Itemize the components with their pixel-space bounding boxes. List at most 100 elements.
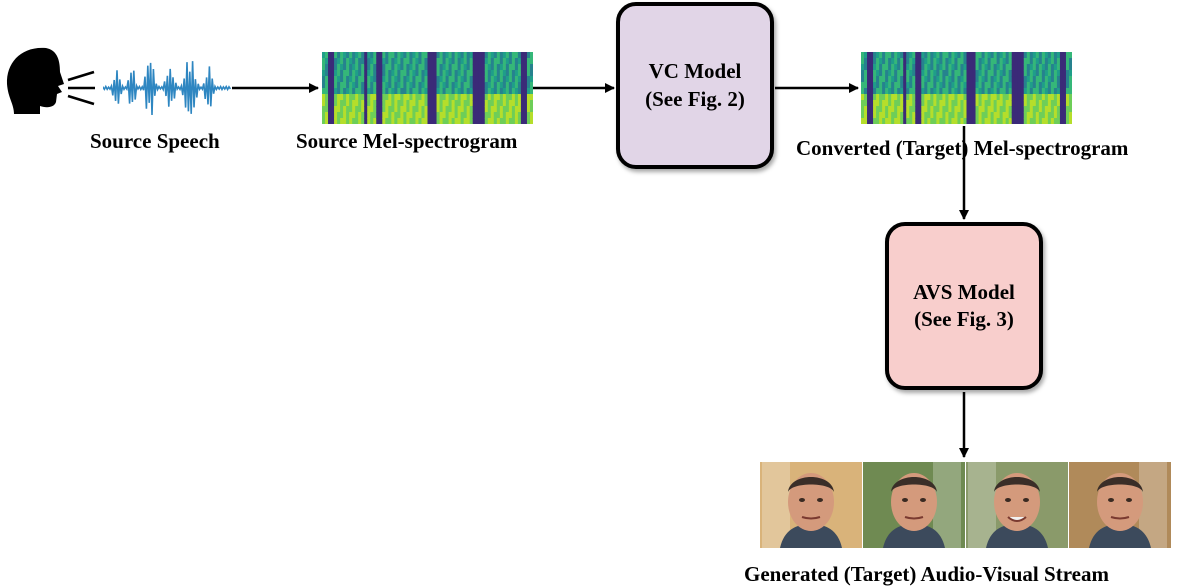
face-frame-icon <box>760 462 862 548</box>
spectrogram-cell <box>1038 100 1043 107</box>
spectrogram-cell <box>1014 70 1019 77</box>
spectrogram-cell <box>867 94 871 101</box>
spectrogram-cell <box>487 82 492 89</box>
spectrogram-cell <box>352 76 356 83</box>
spectrogram-cell <box>963 100 967 107</box>
spectrogram-cell <box>373 118 377 124</box>
spectrogram-cell <box>403 88 407 95</box>
spectrogram-cell <box>1044 82 1049 89</box>
spectrogram-cell <box>1011 52 1016 59</box>
spectrogram-cell <box>1014 76 1019 83</box>
spectrogram-cell <box>391 106 395 113</box>
spectrogram-cell <box>508 76 513 83</box>
spectrogram-cell <box>508 88 513 95</box>
spectrogram-cell <box>1020 100 1025 107</box>
spectrogram-cell <box>888 64 892 71</box>
spectrogram-cell <box>1044 52 1049 59</box>
spectrogram-cell <box>421 100 425 107</box>
spectrogram-cell <box>505 118 510 124</box>
spectrogram-cell <box>879 58 883 65</box>
spectrogram-cell <box>349 76 353 83</box>
spectrogram-cell <box>1029 112 1034 119</box>
spectrogram-cell <box>424 64 428 71</box>
spectrogram-cell <box>481 94 486 101</box>
spectrogram-cell <box>1062 88 1067 95</box>
spectrogram-cell <box>418 88 422 95</box>
spectrogram-cell <box>921 70 925 77</box>
spectrogram-cell <box>945 94 949 101</box>
spectrogram-cell <box>478 82 483 89</box>
spectrogram-cell <box>427 106 432 113</box>
spectrogram-cell <box>415 88 419 95</box>
spectrogram-cell <box>864 70 868 77</box>
spectrogram-cell <box>340 82 344 89</box>
spectrogram-cell <box>340 64 344 71</box>
spectrogram-cell <box>966 118 971 124</box>
spectrogram-cell <box>969 52 974 59</box>
spectrogram-cell <box>421 58 425 65</box>
spectrogram-cell <box>900 106 904 113</box>
spectrogram-cell <box>523 82 528 89</box>
spectrogram-cell <box>496 76 501 83</box>
spectrogram-cell <box>349 88 353 95</box>
spectrogram-cell <box>939 118 943 124</box>
spectrogram-cell <box>334 94 338 101</box>
spectrogram-cell <box>460 106 465 113</box>
spectrogram-cell <box>924 88 928 95</box>
spectrogram-cell <box>472 58 477 65</box>
spectrogram-cell <box>1059 58 1064 65</box>
spectrogram-cell <box>954 94 958 101</box>
spectrogram-cell <box>1023 76 1028 83</box>
spectrogram-cell <box>322 52 326 59</box>
spectrogram-cell <box>367 112 371 119</box>
spectrogram-cell <box>918 64 922 71</box>
spectrogram-cell <box>472 106 477 113</box>
spectrogram-cell <box>933 94 937 101</box>
spectrogram-cell <box>376 76 380 83</box>
spectrogram-cell <box>906 94 910 101</box>
spectrogram-cell <box>484 76 489 83</box>
spectrogram-cell <box>981 94 986 101</box>
spectrogram-cell <box>1047 58 1052 65</box>
spectrogram-cell <box>358 118 362 124</box>
spectrogram-cell <box>490 70 495 77</box>
spectrogram-cell <box>343 58 347 65</box>
spectrogram-cell <box>415 118 419 124</box>
spectrogram-cell <box>388 70 392 77</box>
spectrogram-cell <box>1050 70 1055 77</box>
spectrogram-cell <box>460 94 465 101</box>
spectrogram-cell <box>361 70 365 77</box>
spectrogram-cell <box>325 70 329 77</box>
spectrogram-cell <box>1065 82 1070 89</box>
spectrogram-cell <box>873 94 877 101</box>
spectrogram-cell <box>355 58 359 65</box>
spectrogram-cell <box>454 106 459 113</box>
spectrogram-cell <box>963 88 967 95</box>
spectrogram-cell <box>421 64 425 71</box>
spectrogram-cell <box>493 70 498 77</box>
spectrogram-cell <box>472 52 477 59</box>
spectrogram-cell <box>1014 88 1019 95</box>
spectrogram-cell <box>879 76 883 83</box>
spectrogram-cell <box>406 100 410 107</box>
spectrogram-cell <box>358 100 362 107</box>
spectrogram-cell <box>1053 100 1058 107</box>
spectrogram-cell <box>978 100 983 107</box>
vc-model-reference: (See Fig. 2) <box>645 86 745 111</box>
spectrogram-cell <box>906 88 910 95</box>
spectrogram-cell <box>993 100 998 107</box>
spectrogram-cell <box>1014 118 1019 124</box>
spectrogram-cell <box>990 76 995 83</box>
spectrogram-cell <box>903 112 907 119</box>
spectrogram-cell <box>933 52 937 59</box>
spectrogram-cell <box>361 82 365 89</box>
spectrogram-cell <box>424 58 428 65</box>
spectrogram-cell <box>343 70 347 77</box>
spectrogram-cell <box>379 82 383 89</box>
spectrogram-cell <box>511 118 516 124</box>
spectrogram-cell <box>1035 76 1040 83</box>
spectrogram-cell <box>334 106 338 113</box>
spectrogram-cell <box>526 106 531 113</box>
spectrogram-cell <box>984 118 989 124</box>
spectrogram-cell <box>490 76 495 83</box>
